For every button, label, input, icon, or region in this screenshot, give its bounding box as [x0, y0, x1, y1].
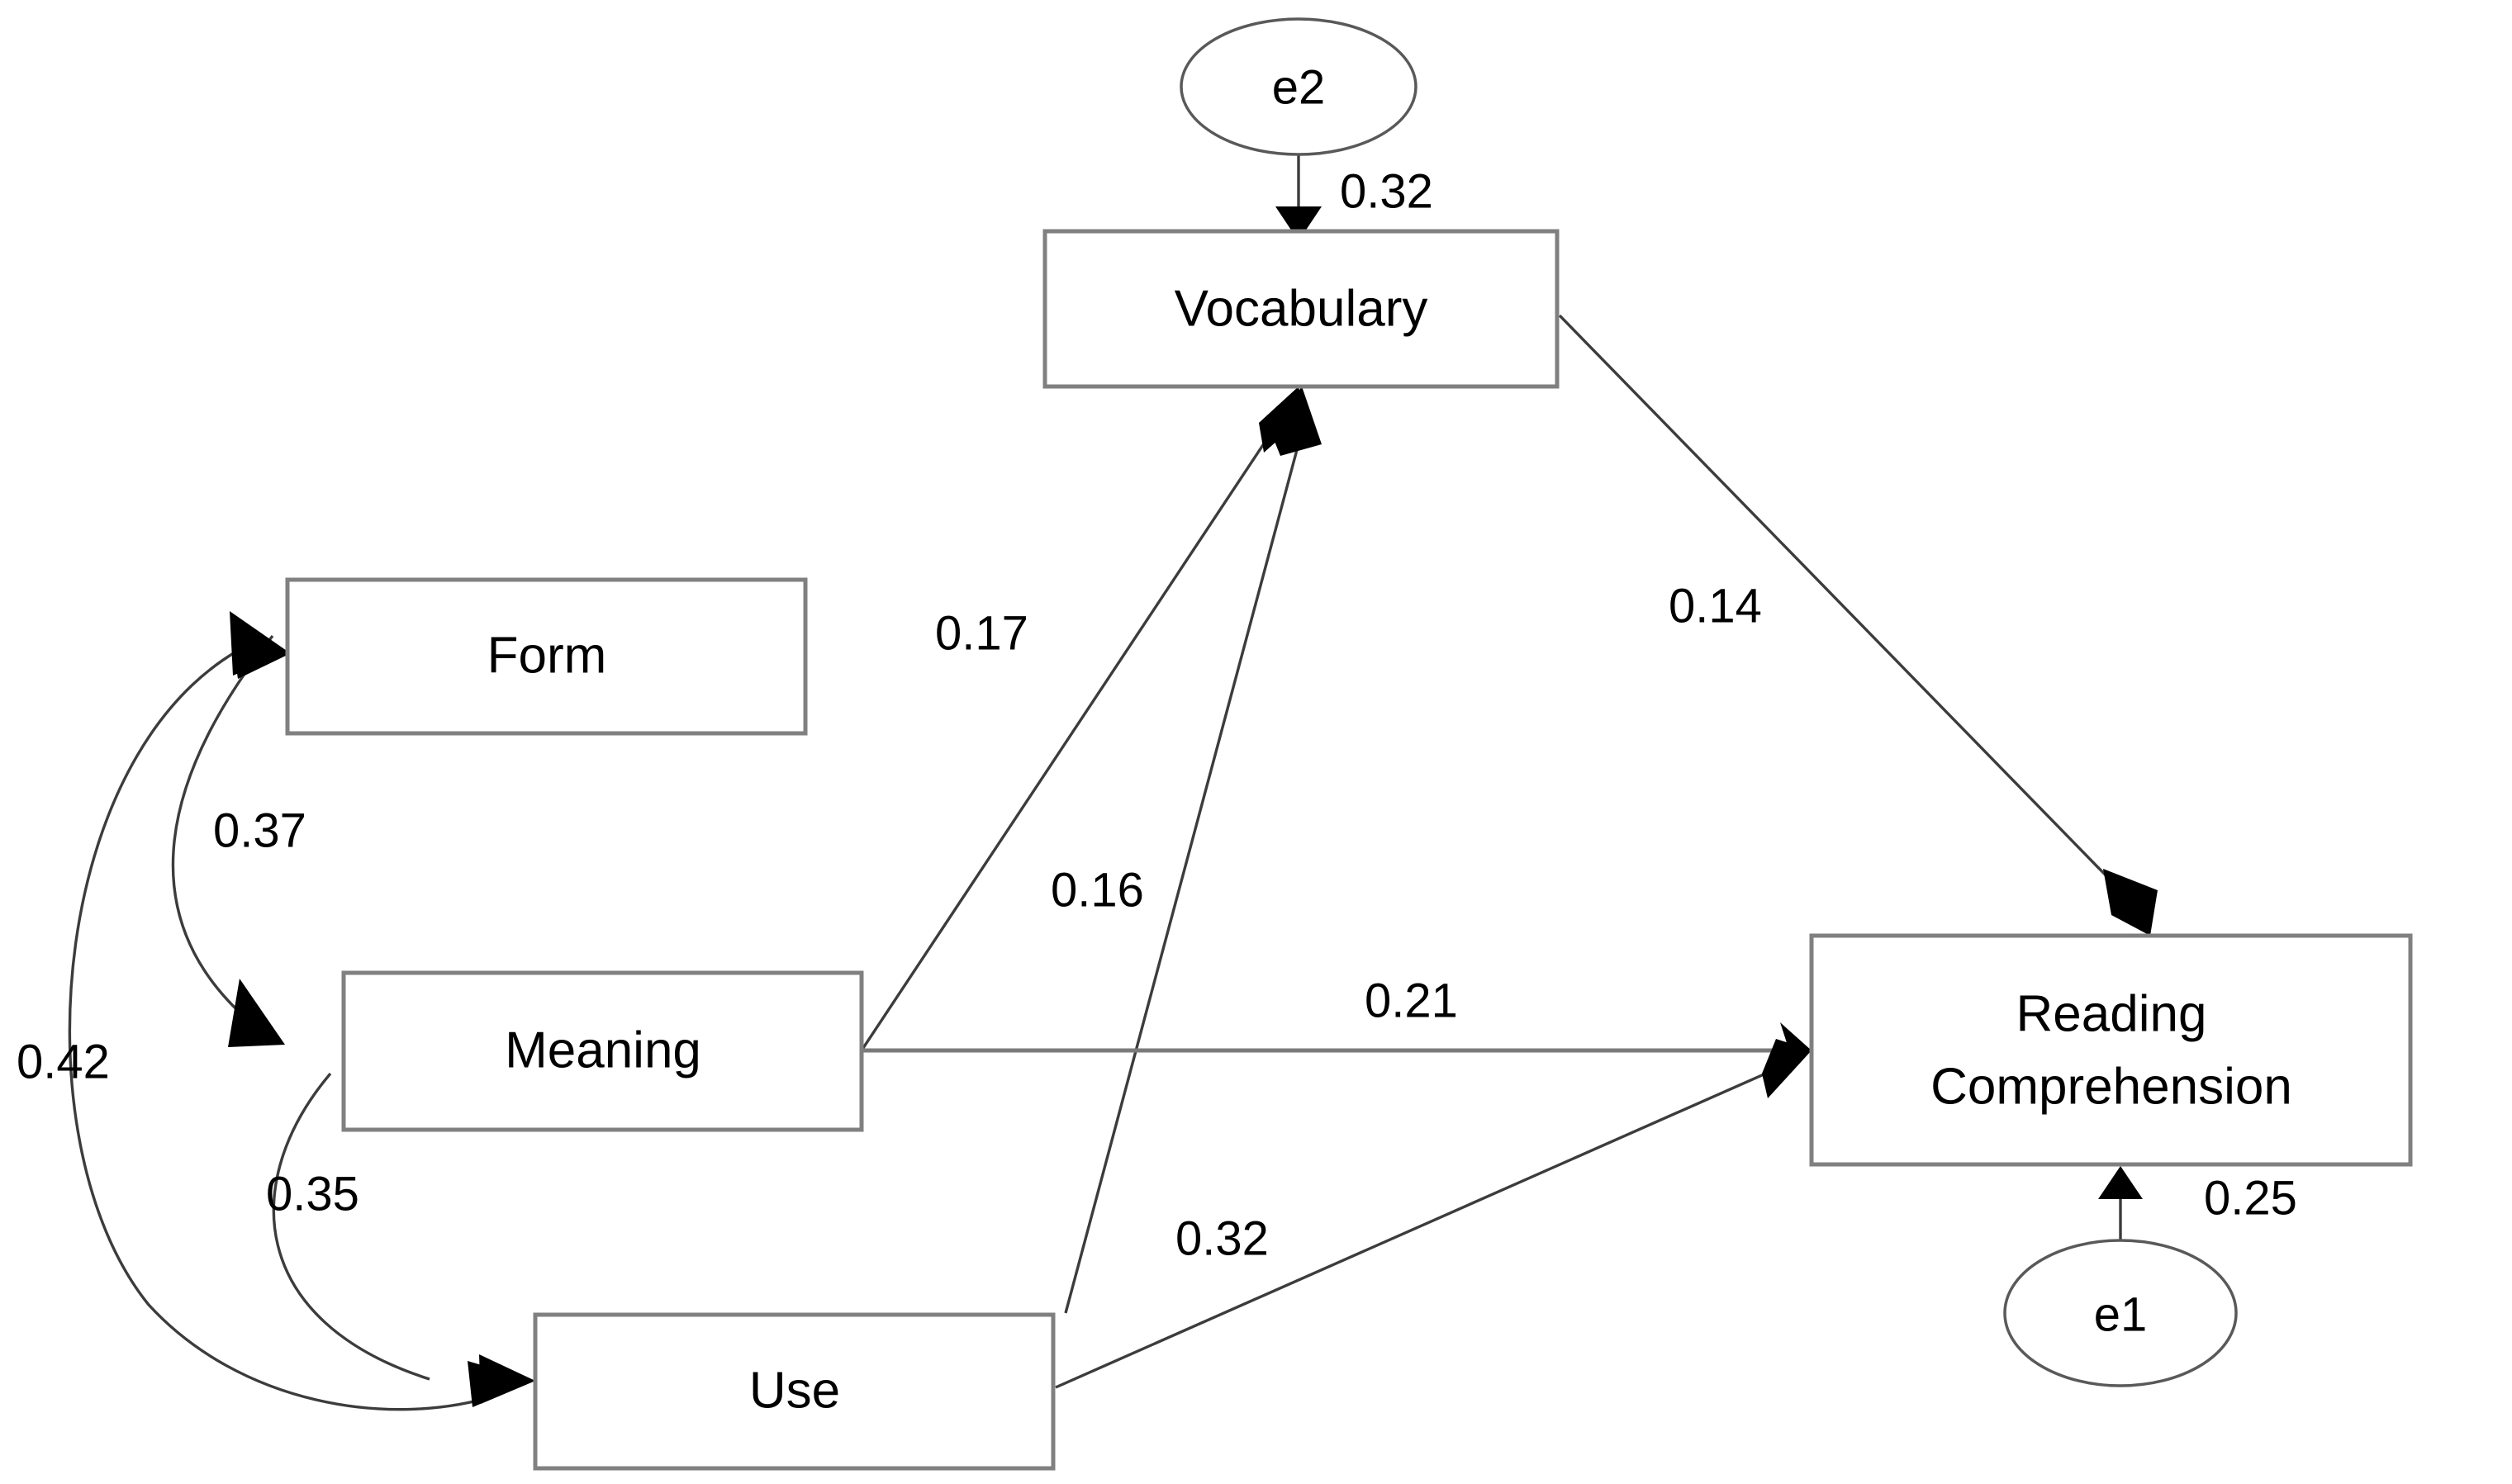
node-form-rect[interactable]	[285, 577, 808, 736]
node-reading-comprehension-label-line1: Reading	[2016, 985, 2207, 1042]
edge-label-use-rc: 0.32	[1175, 1211, 1269, 1265]
node-reading-comprehension-rect[interactable]	[1809, 933, 2413, 1167]
node-form[interactable]: Form	[285, 577, 808, 736]
edge-curve-form-meaning	[171, 634, 274, 1022]
edge-label-e2-vocabulary: 0.32	[1340, 164, 1433, 218]
edge-meaning-to-vocabulary	[860, 386, 1305, 1051]
edge-curve-meaning-use	[272, 1072, 430, 1381]
edge-label-use-vocabulary: 0.16	[1051, 863, 1144, 917]
node-form-label: Form	[487, 627, 607, 684]
edge-curve-form-use	[68, 636, 496, 1411]
edge-e1-to-reading-comprehension	[2098, 1166, 2143, 1240]
edge-line-meaning-vocab	[860, 405, 1290, 1051]
node-e2-label: e2	[1272, 60, 1326, 114]
edge-use-to-vocabulary	[1064, 386, 1322, 1314]
arrowhead-form-meaning-lower	[228, 979, 285, 1047]
node-meaning[interactable]: Meaning	[341, 970, 864, 1132]
edge-use-to-reading-comprehension	[1055, 1039, 1812, 1389]
edge-label-vocabulary-rc: 0.14	[1669, 579, 1762, 633]
node-meaning-rect[interactable]	[341, 970, 864, 1132]
node-reading-comprehension[interactable]: Reading Comprehension	[1809, 933, 2413, 1167]
edge-label-form-use: 0.42	[17, 1035, 110, 1088]
arrowhead-use-rc	[1762, 1039, 1812, 1098]
edge-form-use-covariance	[68, 611, 535, 1411]
edge-line-vocab-rc	[1558, 314, 2149, 920]
arrowhead-e2-vocabulary	[1275, 206, 1322, 241]
edge-label-form-meaning: 0.37	[213, 804, 306, 857]
edge-e2-to-vocabulary	[1275, 154, 1322, 241]
node-vocabulary-label: Vocabulary	[1175, 280, 1428, 337]
arrowhead-e1-rc	[2098, 1166, 2143, 1199]
edge-label-meaning-rc: 0.21	[1365, 974, 1458, 1027]
arrowhead-form-use-lower	[468, 1361, 535, 1407]
arrowhead-use-vocab	[1270, 386, 1322, 456]
edge-label-meaning-vocabulary: 0.17	[935, 606, 1028, 660]
node-e1-label: e1	[2094, 1287, 2148, 1341]
node-e1-ellipse[interactable]	[2003, 1239, 2238, 1387]
node-e1[interactable]: e1	[2003, 1239, 2238, 1387]
arrowhead-vocab-rc	[2103, 869, 2158, 936]
edge-label-e1-rc: 0.25	[2204, 1171, 2297, 1225]
node-use-rect[interactable]	[533, 1312, 1056, 1471]
node-use-label: Use	[749, 1362, 840, 1419]
edge-line-use-vocab	[1064, 412, 1308, 1314]
edge-meaning-to-reading-comprehension	[862, 1022, 1812, 1079]
node-reading-comprehension-label-line2: Comprehension	[1930, 1058, 2292, 1115]
node-vocabulary-rect[interactable]	[1042, 229, 1560, 389]
edge-vocabulary-to-reading-comprehension	[1558, 314, 2158, 936]
node-meaning-label: Meaning	[505, 1022, 701, 1079]
arrowhead-form-use-upper	[230, 611, 289, 676]
node-use[interactable]: Use	[533, 1312, 1056, 1471]
node-e2[interactable]: e2	[1180, 17, 1417, 156]
node-vocabulary[interactable]: Vocabulary	[1042, 229, 1560, 389]
node-e2-ellipse[interactable]	[1180, 17, 1417, 156]
edge-label-meaning-use: 0.35	[266, 1167, 359, 1221]
edge-line-use-rc	[1055, 1064, 1785, 1389]
